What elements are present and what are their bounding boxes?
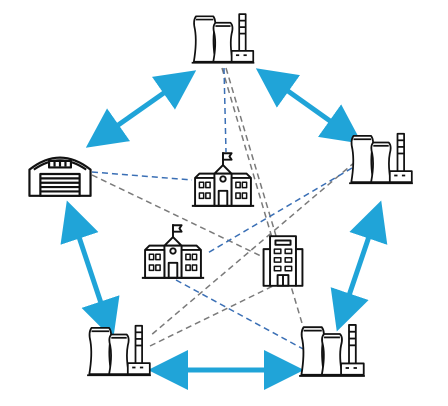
arrow-plant-top-plant-right (255, 68, 363, 144)
warehouse-icon (28, 156, 92, 197)
link-plant-right-plant-bottom-left (149, 161, 356, 337)
power-plant-icon (86, 324, 152, 377)
link-plant-top-office (221, 67, 284, 276)
link-school-lower-plant-bottom-right (175, 279, 306, 351)
link-plant-bottom-left-office (149, 284, 276, 347)
link-plant-top-school-upper (223, 67, 227, 153)
arrow-plant-top-warehouse (85, 70, 197, 148)
link-plant-right-school-lower (205, 167, 353, 255)
power-plant-icon (298, 324, 366, 377)
school-icon (140, 223, 206, 279)
power-plant-icon (190, 13, 256, 64)
power-plant-icon (348, 132, 414, 185)
link-warehouse-school-upper (91, 171, 193, 181)
flow-arrows (60, 68, 388, 390)
office-building-icon (262, 235, 304, 287)
blue-dashed-links (91, 67, 353, 351)
link-warehouse-office (91, 174, 266, 259)
gray-dashed-links (91, 67, 356, 351)
school-icon (190, 151, 256, 207)
link-plant-top-plant-bottom-right (225, 67, 311, 351)
arrow-plant-right-plant-bottom-right (330, 200, 388, 332)
arrow-plant-bottom-left-warehouse (60, 200, 120, 340)
